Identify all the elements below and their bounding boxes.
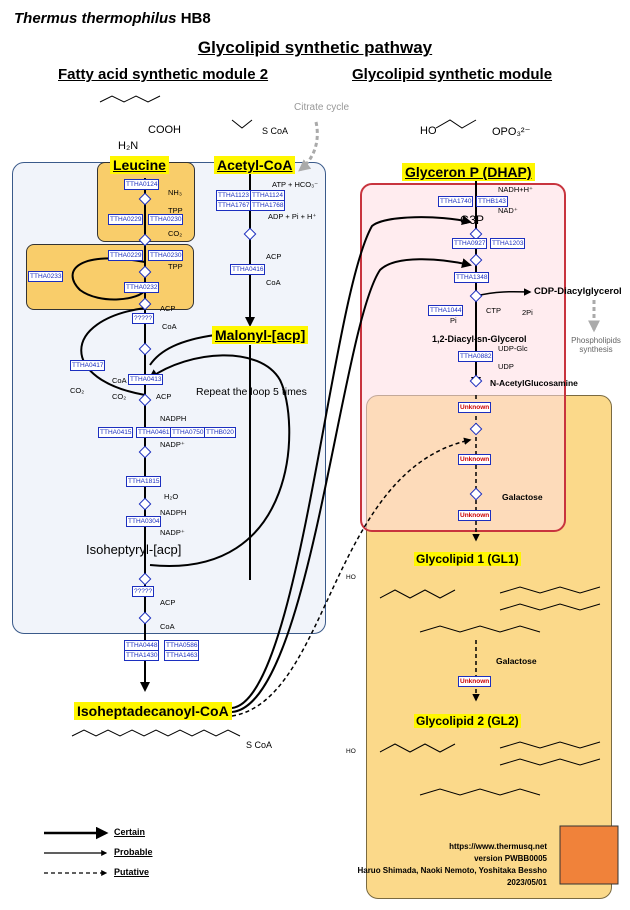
cofactor-adp: ADP + Pi + H⁺ (268, 212, 317, 221)
cofactor-acp-3: ACP (160, 598, 176, 607)
cofactor-nadh: NADH+H⁺ (498, 185, 534, 194)
dhap-opo3-label: OPO₃²⁻ (492, 126, 531, 138)
acetyl-coa-structure-label: S CoA (262, 126, 289, 136)
gene-unknown-2: ????? (132, 586, 155, 597)
cofactor-nad: NAD⁺ (498, 206, 518, 215)
compound-cdp-diacylglycerol: CDP-Diacylglycerol (534, 286, 622, 297)
cofactor-pi: Pi (450, 316, 457, 325)
cofactor-nadp-1: NADP⁺ (160, 440, 185, 449)
galactose-label-2: Galactose (496, 656, 537, 666)
cofactor-co2-2: CO₂ (70, 386, 85, 395)
gl2-ho-label: HO (346, 748, 356, 755)
gene-tthb143: TTHB143 (476, 196, 508, 207)
compound-isoheptyryl-acp: Isoheptyryl-[acp] (86, 542, 182, 557)
cofactor-coa-1: CoA (162, 322, 177, 331)
cofactor-nadph-1: NADPH (160, 414, 187, 423)
module-title-fatty-acid: Fatty acid synthetic module 2 (58, 66, 269, 83)
gene-ttha0304: TTHA0304 (126, 516, 162, 527)
gene-ttha0413: TTHA0413 (128, 374, 164, 385)
cofactor-nh3: NH₃ (168, 188, 182, 197)
cofactor-udp: UDP (498, 362, 514, 371)
gene-unknown-b: Unknown (458, 454, 492, 465)
repeat-loop-label: Repeat the loop 5 times (196, 386, 307, 398)
gene-ttha1430: TTHA1430 (124, 650, 160, 661)
module-title-glycolipid: Glycolipid synthetic module (352, 66, 553, 83)
cofactor-tpp-2: TPP (168, 262, 183, 271)
cofactor-h2o: H₂O (164, 492, 179, 501)
cofactor-co2-1: CO₂ (168, 229, 183, 238)
gene-ttha1203: TTHA1203 (490, 238, 526, 249)
legend-certain: Certain (114, 827, 146, 837)
cofactor-coa-3: CoA (160, 622, 175, 631)
gene-ttha1348: TTHA1348 (454, 272, 490, 283)
gene-tttha0124: TTHA0124 (124, 179, 160, 190)
gene-unknown-d: Unknown (458, 676, 492, 687)
gene-unknown-c: Unknown (458, 510, 492, 521)
compound-acetyl-coa: Acetyl-CoA (214, 156, 296, 174)
compound-leucine: Leucine (110, 156, 169, 174)
legend-putative: Putative (114, 867, 150, 877)
cofactor-co2-3: CO₂ (112, 392, 127, 401)
cofactor-2pi: 2Pi (522, 308, 533, 317)
cofactor-nadph-2: NADPH (160, 508, 187, 517)
gl1-ho-label: HO (346, 574, 356, 581)
cofactor-acp-4: ACP (266, 252, 282, 261)
gene-ttha1768: TTHA1768 (250, 200, 286, 211)
gene-unknown-a: Unknown (458, 402, 492, 413)
cooh-label: COOH (148, 124, 181, 136)
gene-ttha0229-b: TTHA0229 (108, 250, 144, 261)
gene-ttha1767: TTHA1767 (216, 200, 252, 211)
compound-isoheptadecanoyl-coa: Isoheptadecanoyl-CoA (74, 702, 232, 720)
gene-ttha0750: TTHA0750 (170, 427, 206, 438)
cofactor-coa-2: CoA (112, 376, 127, 385)
cofactor-tpp-1: TPP (168, 206, 183, 215)
gene-ttha1740: TTHA1740 (438, 196, 474, 207)
isoheptadecanoyl-structure-label: S CoA (246, 740, 273, 750)
credit-url[interactable]: https://www.thermusq.net (449, 842, 547, 851)
thermusq-logo (559, 825, 619, 885)
gene-tthb020: TTHB020 (204, 427, 236, 438)
gene-ttha0415: TTHA0415 (98, 427, 134, 438)
cofactor-nadp-2: NADP⁺ (160, 528, 185, 537)
gene-ttha0230-b: TTHA0230 (148, 250, 184, 261)
cofactor-acp-1: ACP (160, 304, 176, 313)
compound-glcnac: N-AcetylGlucosamine (490, 378, 578, 388)
citrate-cycle-label: Citrate cycle (294, 102, 350, 113)
gene-ttha0233: TTHA0233 (28, 271, 64, 282)
compound-diacylglycerol: 1,2-Diacyl-sn-Glycerol (432, 334, 527, 344)
dhap-ho-label: HO (420, 125, 437, 137)
gene-ttha0416: TTHA0416 (230, 264, 266, 275)
cofactor-ctp: CTP (486, 306, 501, 315)
gene-unknown-1: ????? (132, 313, 155, 324)
gene-ttha0461: TTHA0461 (136, 427, 172, 438)
organism-title: Thermus thermophilus HB8 (14, 10, 211, 27)
credit-authors: Haruo Shimada, Naoki Nemoto, Yoshitaka B… (357, 866, 547, 875)
gene-ttha0229-a: TTHA0229 (108, 214, 144, 225)
compound-g3p: G3P (460, 213, 485, 227)
compound-gl2: Glycolipid 2 (GL2) (414, 714, 521, 728)
compound-glyceron-p: Glyceron P (DHAP) (402, 163, 535, 181)
credit-date: 2023/05/01 (506, 878, 547, 887)
nh2-label: H₂N (118, 140, 139, 152)
gene-ttha1044: TTHA1044 (428, 305, 464, 316)
gene-ttha0230-a: TTHA0230 (148, 214, 184, 225)
galactose-label-1: Galactose (502, 492, 543, 502)
credit-version: version PWBB0005 (474, 854, 547, 863)
cofactor-udp-glc: UDP-Glc (498, 344, 528, 353)
cofactor-coa-4: CoA (266, 278, 281, 287)
gene-ttha0927: TTHA0927 (452, 238, 488, 249)
compound-malonyl-acp: Malonyl-[acp] (212, 326, 309, 344)
legend-probable: Probable (114, 847, 153, 857)
cofactor-atp: ATP + HCO₃⁻ (272, 180, 319, 189)
page-title: Glycolipid synthetic pathway (197, 38, 433, 57)
gene-ttha0417: TTHA0417 (70, 360, 106, 371)
gene-ttha1463: TTHA1463 (164, 650, 200, 661)
gene-ttha0882: TTHA0882 (458, 351, 494, 362)
cofactor-acp-2: ACP (156, 392, 172, 401)
compound-gl1: Glycolipid 1 (GL1) (414, 552, 521, 566)
gene-ttha1815: TTHA1815 (126, 476, 162, 487)
gene-ttha0232: TTHA0232 (124, 282, 160, 293)
phospholipids-label: Phospholipids synthesis (571, 336, 621, 354)
